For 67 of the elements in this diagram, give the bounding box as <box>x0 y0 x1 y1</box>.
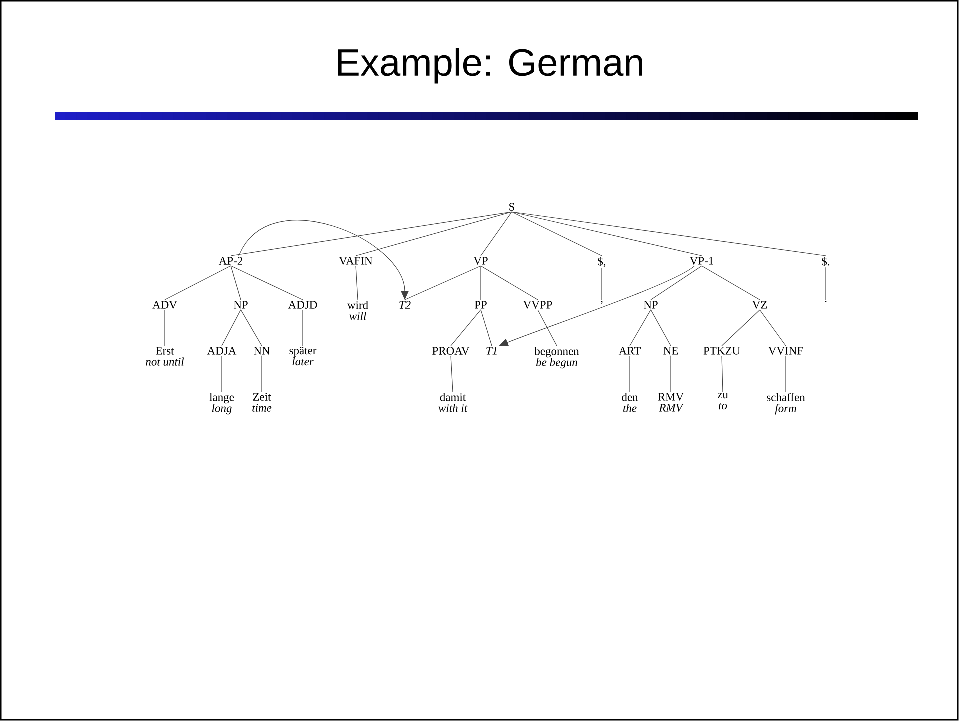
tree-label: , <box>601 301 603 304</box>
tree-label: NP <box>234 301 248 309</box>
tree-branch <box>480 266 538 300</box>
tree-label: T2 <box>400 301 411 309</box>
tree-branch <box>302 310 304 346</box>
tree-label: . <box>825 301 827 303</box>
tree-label: VZ <box>752 301 768 309</box>
tree-branch <box>538 310 558 346</box>
tree-branch <box>404 266 482 300</box>
word-gloss: RMV RMV <box>658 393 684 412</box>
tree-branch <box>450 310 482 346</box>
tree-label: ADJA <box>207 347 237 355</box>
word-gloss: Erst not until <box>146 347 184 366</box>
tree-label: NN <box>254 347 270 355</box>
tree-branch <box>230 266 304 300</box>
tree-label: NP <box>644 301 658 309</box>
tree-branch <box>630 310 652 346</box>
word-gloss: lange long <box>210 393 234 415</box>
word-gloss: später later <box>290 347 317 366</box>
tree-label: VP-1 <box>690 257 714 265</box>
tree-branch <box>670 356 672 392</box>
tree-branch <box>722 356 724 392</box>
tree-label: VP <box>474 257 488 265</box>
tree-branch <box>240 310 262 346</box>
tree-branch <box>164 266 232 300</box>
tree-label: T1 <box>486 347 497 355</box>
tree-branch <box>760 310 786 346</box>
tree-label: VVPP <box>523 301 552 309</box>
tree-label: PTKZU <box>704 347 740 355</box>
tree-branch <box>230 266 242 300</box>
trace-arrow <box>238 220 410 300</box>
tree-label: AP-2 <box>218 257 242 265</box>
title: Example: German <box>338 48 642 84</box>
tree-branch <box>450 356 454 392</box>
tree-branch <box>230 212 512 256</box>
word-gloss: begonnen be begun <box>534 347 580 369</box>
tree-label: S <box>510 203 514 211</box>
word-gloss: Zeit time <box>252 393 272 412</box>
tree-branch <box>356 212 512 256</box>
tree-branch <box>650 266 702 300</box>
word-gloss: schaffen form <box>767 393 806 415</box>
word-gloss: damit with it <box>438 393 468 412</box>
tree-label: NE <box>664 347 678 355</box>
tree-label: PROAV <box>432 347 470 355</box>
tree-branch <box>512 212 602 256</box>
tree-branch <box>480 310 492 346</box>
tree-branch <box>164 310 166 346</box>
word-gloss: zu to <box>718 393 728 410</box>
tree-label: ART <box>618 347 641 355</box>
tree-label: ADV <box>152 301 178 309</box>
tree-label: $, <box>598 257 606 268</box>
tree-branch <box>722 310 760 346</box>
tree-label: $. <box>822 257 830 266</box>
tree-branch <box>512 212 826 256</box>
tree-branch <box>702 266 760 300</box>
tree-label: ADJD <box>288 301 318 309</box>
tree-branch <box>512 212 702 256</box>
tree-branch <box>356 266 358 300</box>
tree-branch <box>480 266 482 300</box>
word-gloss: den the <box>622 393 638 412</box>
tree-label: VAFIN <box>339 257 373 265</box>
tree-branch <box>480 212 512 256</box>
tree-label: PP <box>474 301 487 309</box>
tree-label: VVINF <box>768 347 804 355</box>
word-gloss: wird will <box>347 301 368 320</box>
tree-branch <box>222 310 242 346</box>
tree-branch <box>650 310 672 346</box>
